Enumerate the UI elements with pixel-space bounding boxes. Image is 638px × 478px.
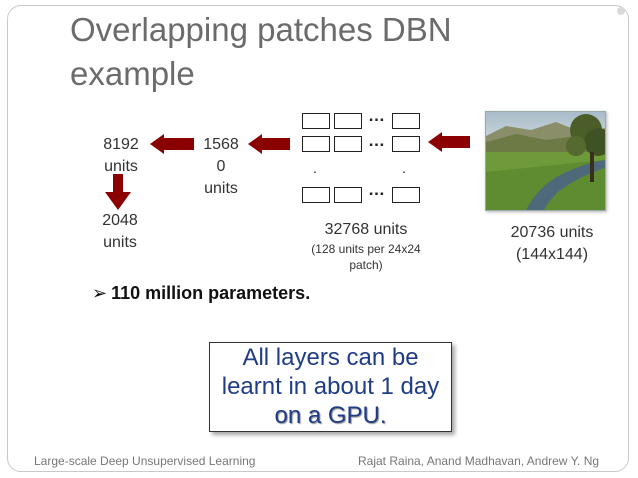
patch-box [392,136,420,152]
patch-box [302,113,330,129]
callout-box: All layers can be learnt in about 1 day … [209,342,452,432]
down-arrow-icon [105,174,131,210]
left-arrow-icon [150,134,194,154]
input-layer-size: (144x144) [515,246,589,263]
left-arrow-icon [248,134,290,154]
layer-32768-count: 32768 units [324,221,408,238]
layer-32768-note-cont: patch) [349,258,383,272]
footer-right: Rajat Raina, Anand Madhavan, Andrew Y. N… [358,454,600,468]
patch-box [334,187,362,203]
layer-2048-unit: units [103,234,137,251]
layer-8192-count: 8192 [103,136,139,153]
patch-box [334,113,362,129]
input-layer-count: 20736 units [510,224,594,241]
layer-2048-count: 2048 [102,212,138,229]
callout-line-3: on a GPU. [274,402,387,429]
vertical-dot: . [313,160,317,176]
slide-title: Overlapping patches DBN example [70,11,452,92]
ellipsis: … [368,131,386,150]
patch-box [392,113,420,129]
parameters-bullet: ➢110 million parameters. [92,283,310,304]
parameters-text: 110 million parameters. [111,283,311,303]
landscape-photo [485,111,606,211]
callout-line-2: learnt in about 1 day [221,373,440,400]
input-layer-label: 20736 units (144x144) [500,222,604,266]
layer-32768-label: 32768 units (128 units per 24x24 patch) [296,219,436,273]
layer-15680-label: 1568 0 units [198,134,244,200]
patch-box [302,187,330,203]
ellipsis: … [368,106,386,125]
left-arrow-icon [428,132,470,152]
footer-left: Large-scale Deep Unsupervised Learning [34,454,256,468]
patch-box [334,136,362,152]
patch-box [302,136,330,152]
layer-2048-label: 2048 units [97,210,143,254]
vertical-dot: . [402,160,406,176]
layer-8192-label: 8192 units [98,134,144,178]
slide-frame [7,5,629,472]
patch-box [392,187,420,203]
layer-15680-count-b: 0 [216,158,226,175]
corner-decoration [617,7,625,15]
arrow-bullet-icon: ➢ [92,283,108,303]
callout-line-1: All layers can be [242,344,419,371]
layer-8192-unit: units [104,158,138,175]
ellipsis: … [368,180,386,199]
layer-15680-count-a: 1568 [203,136,239,153]
layer-32768-note: (128 units per 24x24 [311,242,421,256]
layer-15680-unit: units [204,180,238,197]
